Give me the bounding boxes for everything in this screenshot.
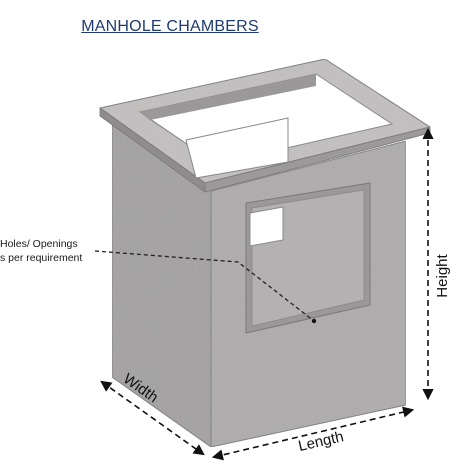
callout-leader bbox=[94, 250, 315, 322]
openings-callout: Holes/ Openings s per requirement bbox=[0, 237, 82, 265]
callout-point bbox=[311, 318, 317, 324]
rear-hole bbox=[249, 206, 284, 247]
callout-line-2: s per requirement bbox=[0, 252, 83, 264]
length-label: Length bbox=[297, 428, 346, 455]
height-label: Height bbox=[434, 253, 451, 297]
length-arrow bbox=[211, 406, 415, 461]
front-opening bbox=[245, 182, 371, 334]
page-title: MANHOLE CHAMBERS bbox=[81, 18, 259, 35]
width-arrow bbox=[100, 380, 205, 456]
back-wall-opening bbox=[185, 117, 289, 179]
callout-line-1: Holes/ Openings bbox=[0, 238, 78, 250]
